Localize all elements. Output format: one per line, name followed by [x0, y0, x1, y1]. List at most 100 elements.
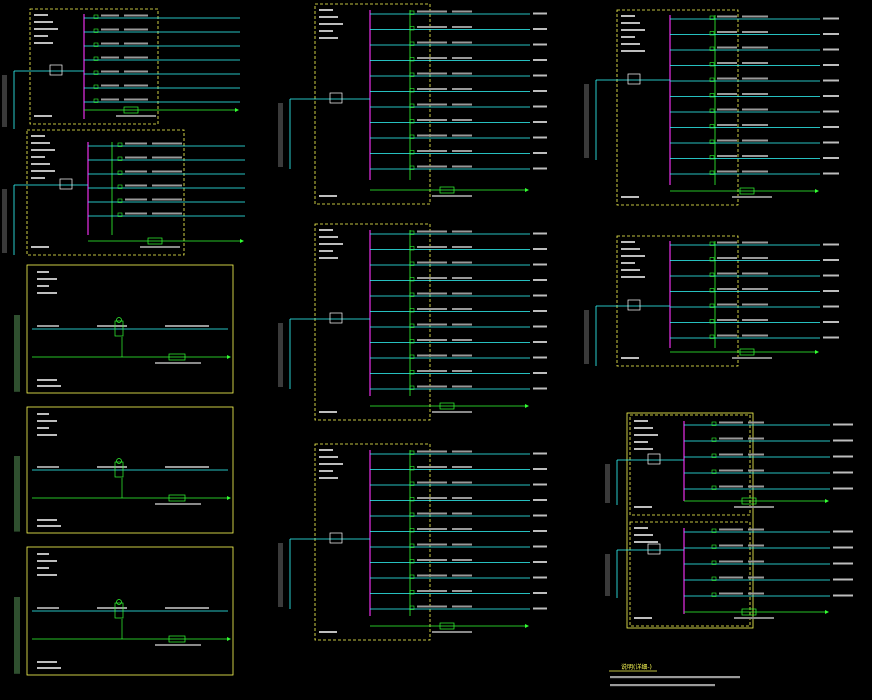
- unreadable-label: [533, 514, 547, 517]
- unreadable-label: [34, 28, 58, 30]
- breaker-symbol: [409, 450, 415, 455]
- unreadable-label: [823, 95, 839, 97]
- incoming-cable-label: [278, 543, 283, 607]
- unreadable-label: [417, 308, 447, 310]
- meter-box-symbol: [168, 494, 186, 502]
- incoming-cable-label: [2, 75, 7, 127]
- panel-left-4-frame: [26, 406, 234, 534]
- incoming-cable-label: [14, 315, 20, 392]
- unreadable-label: [533, 499, 547, 501]
- unreadable-label: [152, 170, 182, 173]
- breaker-symbol: [93, 14, 99, 19]
- main-breaker-symbol: [627, 299, 641, 311]
- panel-left-2: [2, 129, 245, 256]
- breaker-symbol: [409, 605, 415, 610]
- unreadable-label: [37, 560, 57, 562]
- unreadable-label: [31, 156, 45, 158]
- unreadable-label: [37, 607, 59, 609]
- unreadable-label: [742, 62, 768, 64]
- ct-symbol: [114, 320, 124, 337]
- unreadable-label: [833, 487, 853, 490]
- incoming-cable-label: [14, 597, 20, 674]
- unreadable-label: [833, 439, 853, 442]
- breaker-symbol: [93, 28, 99, 33]
- unreadable-label: [533, 356, 547, 359]
- breaker-symbol: [709, 155, 715, 160]
- unreadable-label: [717, 170, 737, 173]
- unreadable-label: [748, 485, 764, 488]
- unreadable-label: [97, 466, 127, 468]
- unreadable-label: [823, 336, 839, 339]
- unreadable-label: [634, 534, 653, 536]
- unreadable-label: [452, 559, 472, 561]
- unreadable-label: [37, 567, 49, 569]
- unreadable-label: [717, 241, 737, 244]
- unreadable-label: [37, 525, 61, 527]
- breaker-symbol: [409, 230, 415, 235]
- unreadable-label: [34, 42, 53, 44]
- incoming-cable-label: [605, 464, 610, 503]
- breaker-symbol: [709, 31, 715, 36]
- breaker-symbol: [711, 544, 717, 549]
- meter-symbol: [123, 106, 139, 114]
- breaker-symbol: [409, 512, 415, 517]
- unreadable-label: [452, 543, 472, 546]
- unreadable-label: [125, 156, 147, 159]
- unreadable-label: [621, 36, 635, 38]
- unreadable-label: [533, 248, 547, 250]
- unreadable-label: [533, 74, 547, 77]
- unreadable-label: [621, 262, 635, 264]
- unreadable-label: [621, 196, 639, 198]
- unreadable-label: [748, 453, 764, 456]
- unreadable-label: [432, 631, 472, 633]
- notes-block: 说明(详细-): [609, 663, 740, 687]
- unreadable-label: [319, 250, 333, 252]
- unreadable-label: [34, 14, 48, 16]
- unreadable-label: [101, 84, 119, 87]
- unreadable-label: [165, 466, 209, 468]
- unreadable-label: [417, 481, 447, 484]
- unreadable-label: [634, 617, 652, 619]
- incoming-cable-label: [605, 554, 610, 596]
- breaker-symbol: [117, 184, 123, 189]
- unreadable-label: [742, 124, 768, 126]
- unreadable-label: [533, 43, 547, 46]
- unreadable-label: [823, 321, 839, 323]
- unreadable-label: [748, 437, 764, 440]
- unreadable-label: [823, 172, 839, 175]
- unreadable-label: [452, 370, 472, 372]
- unreadable-label: [152, 212, 182, 215]
- unreadable-label: [742, 15, 768, 18]
- breaker-symbol: [409, 261, 415, 266]
- unreadable-label: [101, 70, 119, 73]
- unreadable-label: [742, 108, 768, 111]
- unreadable-label: [621, 22, 640, 24]
- unreadable-label: [152, 156, 182, 159]
- unreadable-label: [533, 341, 547, 343]
- unreadable-label: [621, 248, 640, 250]
- unreadable-label: [452, 323, 472, 326]
- breaker-symbol: [409, 103, 415, 108]
- unreadable-label: [719, 592, 743, 595]
- panel-left-5: [14, 546, 234, 676]
- unreadable-label: [823, 290, 839, 292]
- unreadable-label: [717, 93, 737, 95]
- unreadable-label: [452, 119, 472, 121]
- unreadable-label: [533, 545, 547, 548]
- incoming-cable-label: [584, 310, 589, 364]
- panel-right-2: [584, 235, 839, 367]
- unreadable-label: [533, 28, 547, 30]
- unreadable-label: [533, 167, 547, 170]
- unreadable-label: [319, 449, 333, 451]
- unreadable-label: [452, 466, 472, 468]
- unreadable-label: [452, 590, 472, 592]
- unreadable-label: [742, 46, 768, 49]
- unreadable-label: [717, 257, 737, 259]
- unreadable-label: [533, 90, 547, 92]
- unreadable-label: [621, 241, 635, 243]
- arrow-icon: [525, 624, 529, 628]
- unreadable-label: [155, 644, 201, 646]
- unreadable-label: [417, 497, 447, 499]
- breaker-symbol: [709, 170, 715, 175]
